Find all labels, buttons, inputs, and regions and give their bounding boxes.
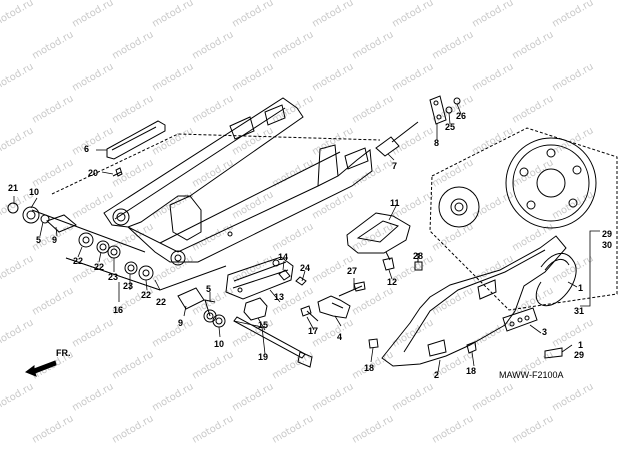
callout-15: 15 bbox=[258, 320, 269, 330]
drive-chain bbox=[502, 252, 577, 332]
callout-23-a: 23 bbox=[108, 272, 119, 282]
diagram-code: MAWW-F2100A bbox=[499, 370, 564, 380]
front-direction-arrow bbox=[24, 360, 57, 377]
part-2-chain-case bbox=[381, 235, 567, 367]
callout-10-right: 10 bbox=[214, 339, 225, 349]
callout-23-b: 23 bbox=[123, 281, 134, 291]
part-7-adjuster bbox=[375, 121, 419, 157]
callout-28: 28 bbox=[413, 251, 424, 261]
callout-1-top: 1 bbox=[578, 283, 584, 293]
part-18-bolt-b bbox=[466, 341, 477, 354]
callout-20: 20 bbox=[88, 168, 99, 178]
front-sprocket bbox=[438, 186, 480, 228]
callout-9-left: 9 bbox=[52, 235, 58, 245]
part-13-chain-guide bbox=[225, 256, 294, 300]
part-19-pivot-bolt bbox=[233, 316, 313, 368]
callout-5-left: 5 bbox=[36, 235, 42, 245]
callout-22-d: 22 bbox=[156, 297, 167, 307]
part-24-nut bbox=[295, 276, 307, 286]
part-26-nut bbox=[453, 97, 461, 105]
part-17-bolt bbox=[300, 305, 319, 322]
callout-9-right: 9 bbox=[178, 318, 184, 328]
callout-1-bottom: 1 bbox=[578, 340, 584, 350]
callout-18-left: 18 bbox=[364, 363, 375, 373]
part-29-label bbox=[544, 347, 563, 359]
part-6-chain-slider bbox=[106, 120, 166, 160]
callout-27: 27 bbox=[347, 266, 358, 276]
callout-22-b: 22 bbox=[94, 262, 105, 272]
callout-29-bottom: 29 bbox=[574, 350, 585, 360]
rear-sprocket bbox=[505, 137, 597, 229]
callout-21: 21 bbox=[8, 183, 19, 193]
part-27-bolt bbox=[338, 281, 366, 297]
leader-lines bbox=[13, 103, 600, 373]
callout-6: 6 bbox=[84, 144, 90, 154]
callout-31: 31 bbox=[574, 306, 585, 316]
part-25-washer bbox=[445, 106, 453, 114]
callout-17: 17 bbox=[308, 326, 319, 336]
swingarm bbox=[103, 97, 373, 266]
callout-12: 12 bbox=[387, 277, 398, 287]
part-15 bbox=[243, 297, 268, 321]
callout-22-c: 22 bbox=[141, 290, 152, 300]
part-8-plate bbox=[429, 95, 447, 125]
part-11-cover bbox=[346, 212, 411, 254]
part-14-bolt bbox=[278, 269, 291, 281]
part-20-screw bbox=[112, 167, 123, 177]
callout-5-right: 5 bbox=[206, 284, 212, 294]
callout-7: 7 bbox=[392, 161, 398, 171]
callout-24: 24 bbox=[300, 263, 311, 273]
part-12-bolt bbox=[382, 251, 395, 271]
callout-16: 16 bbox=[113, 305, 124, 315]
callout-8: 8 bbox=[434, 138, 440, 148]
callout-18-right: 18 bbox=[466, 366, 477, 376]
callout-14: 14 bbox=[278, 252, 289, 262]
callout-19: 19 bbox=[258, 352, 269, 362]
left-pivot-parts bbox=[7, 202, 154, 281]
callout-22-a: 22 bbox=[73, 256, 84, 266]
callout-25: 25 bbox=[445, 122, 456, 132]
part-18-bolt-a bbox=[368, 338, 379, 349]
callout-3: 3 bbox=[542, 327, 548, 337]
callout-11: 11 bbox=[390, 198, 400, 208]
callout-29-right: 29 bbox=[602, 229, 613, 239]
callout-30: 30 bbox=[602, 240, 613, 250]
right-pivot-parts bbox=[177, 287, 226, 328]
part-4-bracket bbox=[317, 295, 351, 319]
callout-13: 13 bbox=[274, 292, 285, 302]
callout-4: 4 bbox=[337, 332, 343, 342]
callout-2: 2 bbox=[434, 370, 440, 380]
front-direction-label: FR. bbox=[56, 348, 71, 358]
callout-10-left: 10 bbox=[29, 187, 40, 197]
callout-26: 26 bbox=[456, 111, 467, 121]
